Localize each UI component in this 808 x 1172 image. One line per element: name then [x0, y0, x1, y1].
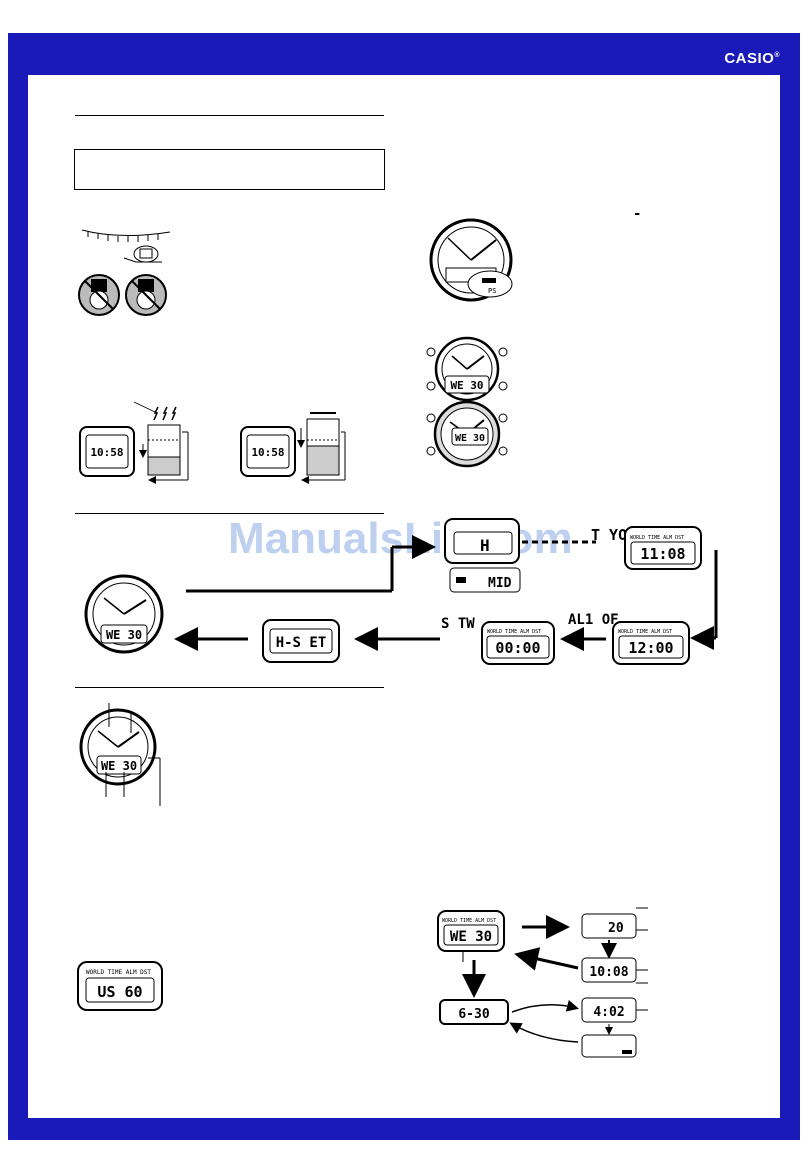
mid-display: MID — [449, 567, 521, 593]
watch-small-2: WE 30 — [426, 400, 508, 468]
stopwatch-lcd: 00:00 — [495, 639, 540, 657]
section-rule-1 — [75, 115, 384, 116]
section-rule-2 — [75, 513, 384, 514]
watch-ps-indicator: PS — [429, 218, 513, 302]
alarm-label: AL1 OF — [568, 612, 619, 628]
bottom-box-3: 4:02 — [581, 997, 648, 1023]
right-border — [780, 33, 800, 1140]
date-display: 6-30 — [439, 999, 509, 1025]
no-cover-icon-1 — [78, 274, 120, 316]
light-illustration — [81, 229, 171, 263]
alarm-time-lcd: 12:00 — [628, 639, 673, 657]
hand-set-display: H-S ET — [262, 619, 340, 663]
bottom-main-lcd: WE 30 — [450, 929, 492, 945]
charge-lcd-1: 10:58 — [90, 446, 123, 459]
bottom-box-2: 10:08 — [581, 957, 648, 984]
bottom-box-1: 20 — [581, 907, 648, 939]
h-code-display: H — [444, 518, 520, 564]
hometime-lcd-1: WE 30 — [450, 379, 483, 392]
watch-small-1: WE 30 — [426, 336, 508, 402]
hand-set-lcd: H-S ET — [276, 635, 327, 651]
bottom-main-display: WORLD TIME ALM DST WE 30 — [437, 910, 505, 962]
setting-display: WORLD TIME ALM DST US 60 — [77, 961, 163, 1011]
alarm-display: WORLD TIME ALM DST 12:00 — [612, 621, 690, 665]
svg-text:WORLD TIME ALM DST: WORLD TIME ALM DST — [442, 918, 496, 924]
flow-hometime-lcd: WE 30 — [106, 628, 142, 642]
tyo-label: T YO — [591, 526, 627, 544]
svg-text:WORLD TIME ALM DST: WORLD TIME ALM DST — [630, 535, 684, 541]
hand-dash: - — [633, 206, 641, 222]
tyo-time-lcd: 11:08 — [640, 545, 685, 563]
svg-text:WORLD TIME ALM DST: WORLD TIME ALM DST — [86, 969, 151, 976]
charge-lcd-2: 10:58 — [251, 446, 284, 459]
ps-label: PS — [488, 287, 496, 295]
bottom-box2-lcd: 10:08 — [589, 965, 628, 980]
left-border — [8, 33, 28, 1140]
tyo-display: WORLD TIME ALM DST 11:08 — [624, 526, 702, 570]
header-bar — [8, 33, 800, 75]
svg-text:WORLD TIME ALM DST: WORLD TIME ALM DST — [618, 629, 672, 635]
watch-parts: WE 30 — [79, 703, 161, 806]
setting-lcd: US 60 — [97, 983, 142, 1001]
no-cover-icon-2 — [125, 274, 167, 316]
charge-diagram-2: 10:58 — [240, 412, 346, 484]
bottom-box3-lcd: 4:02 — [593, 1005, 624, 1020]
hometime-lcd-2: WE 30 — [455, 433, 485, 444]
date-lcd: 6-30 — [458, 1007, 489, 1022]
parts-lcd: WE 30 — [101, 759, 137, 773]
footer-bar — [8, 1118, 800, 1140]
bottom-box-4 — [581, 1034, 637, 1058]
charge-diagram-1: 10:58 — [79, 401, 189, 484]
casio-logo: CASIO® — [724, 50, 780, 67]
section-rule-3 — [75, 687, 384, 688]
mid-lcd: MID — [488, 576, 512, 591]
bottom-box1-lcd: 20 — [608, 921, 624, 936]
svg-text:WORLD TIME ALM DST: WORLD TIME ALM DST — [487, 629, 541, 635]
mode-flow-home-watch: WE 30 — [84, 574, 164, 654]
notice-box — [74, 149, 385, 190]
stopwatch-label: S TW — [441, 616, 475, 632]
stopwatch-display: WORLD TIME ALM DST 00:00 — [481, 621, 555, 665]
h-code-lcd: H — [480, 536, 490, 555]
